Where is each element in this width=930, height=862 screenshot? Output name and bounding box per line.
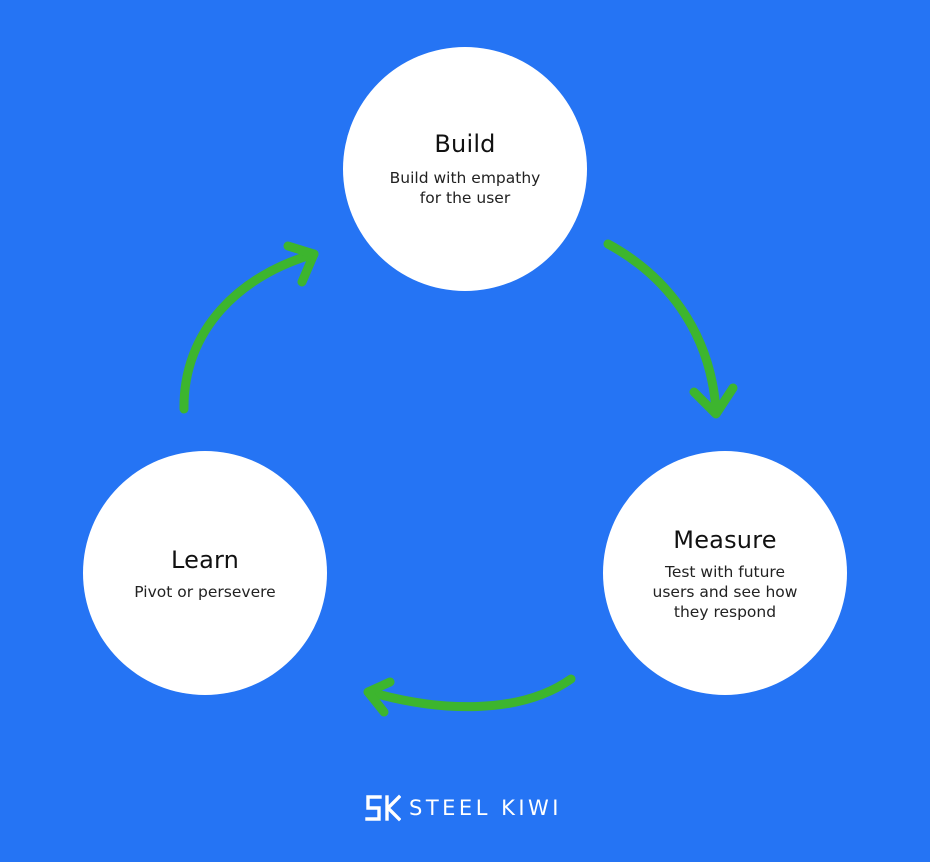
node-learn-desc-line-1: Pivot or persevere: [134, 583, 276, 601]
arrowhead-measure-to-learn: [363, 677, 395, 717]
node-build-desc-line-1: Build with empathy: [389, 169, 541, 187]
node-measure-title: Measure: [673, 526, 777, 554]
arrow-build-to-measure: [603, 239, 721, 415]
arrow-measure-to-learn: [365, 674, 576, 712]
steel-kiwi-logo: STEEL KIWI: [365, 793, 562, 823]
logo-text: STEEL KIWI: [409, 796, 562, 820]
arrowhead-build-to-measure: [689, 383, 738, 419]
node-learn-title: Learn: [170, 546, 240, 574]
arrowhead-learn-to-build: [283, 241, 319, 287]
node-build-title: Build: [434, 130, 496, 158]
arrow-learn-to-build: [179, 249, 319, 414]
node-learn-description: Pivot or persevere: [113, 582, 297, 602]
node-learn: Learn Pivot or persevere: [83, 451, 327, 695]
node-measure-desc-line-3: they respond: [673, 603, 777, 621]
node-build: Build Build with empathy for the user: [343, 47, 587, 291]
steel-kiwi-logo-icon: [365, 794, 401, 822]
node-measure-description: Test with future users and see how they …: [629, 562, 821, 622]
node-build-description: Build with empathy for the user: [373, 168, 557, 208]
node-measure-desc-line-1: Test with future: [664, 563, 785, 581]
node-measure-desc-line-2: users and see how: [652, 583, 798, 601]
node-build-desc-line-2: for the user: [419, 189, 511, 207]
node-measure: Measure Test with future users and see h…: [603, 451, 847, 695]
